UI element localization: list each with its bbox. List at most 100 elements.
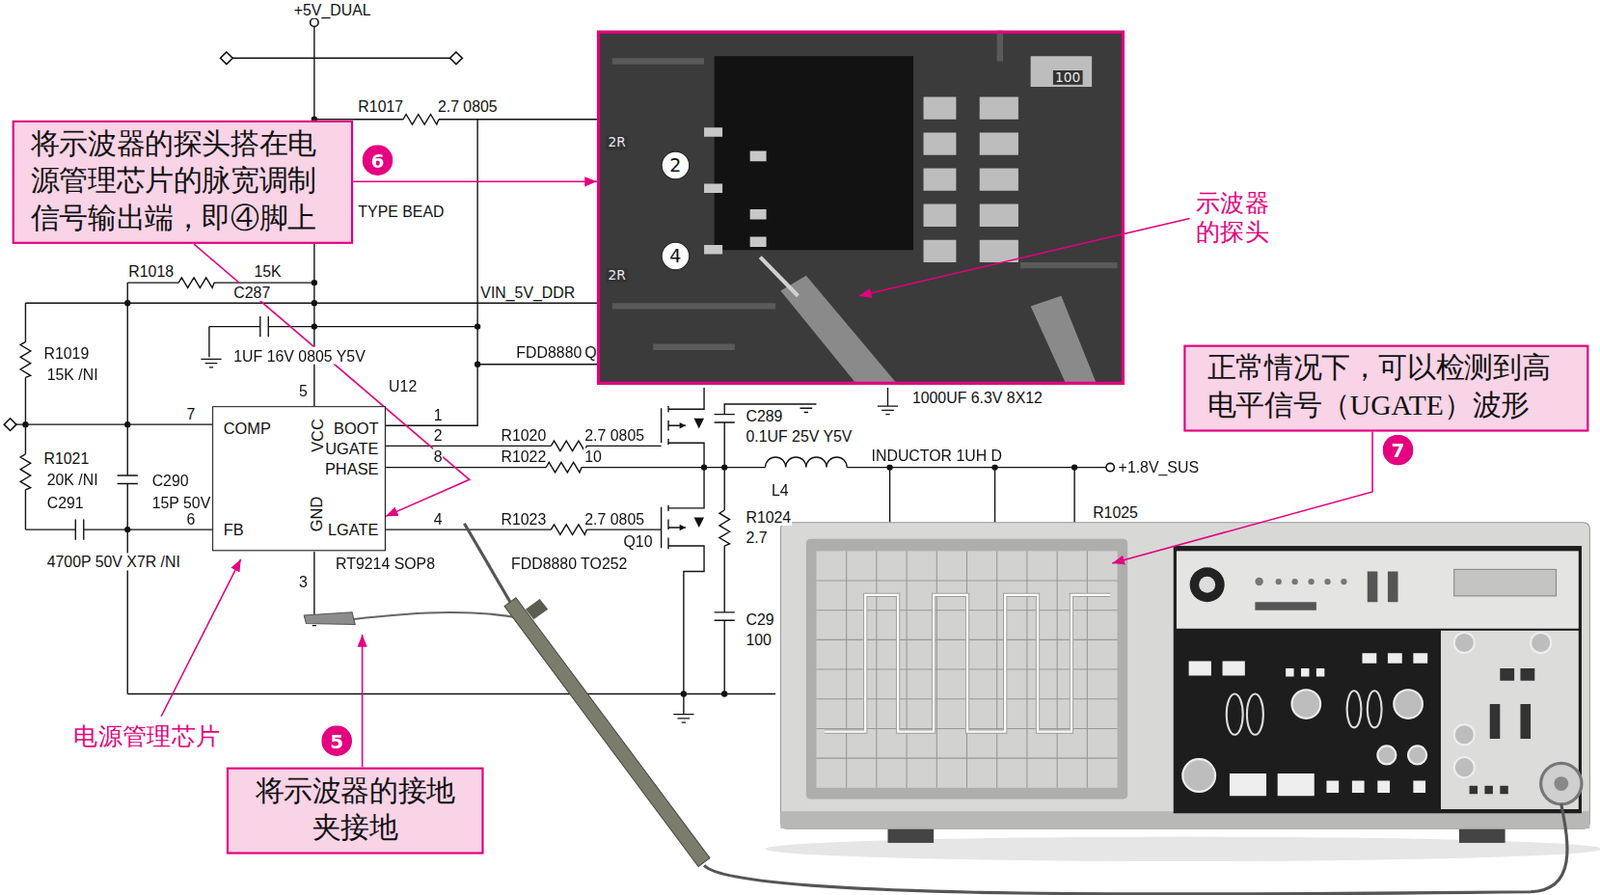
- control-panel: [1173, 545, 1582, 814]
- scope-base: [780, 811, 1590, 829]
- schematic-label: R1018: [127, 262, 175, 280]
- schematic-label: 2.7: [744, 528, 768, 546]
- indicator-dots: [1254, 577, 1347, 586]
- schematic-label: 6: [186, 510, 197, 528]
- schematic-label: 8: [433, 447, 444, 465]
- probe-tip: [463, 523, 511, 602]
- callout-box: 将示波器的接地夹接地: [226, 767, 485, 855]
- schematic-label: RT9214 SOP8: [334, 555, 436, 573]
- component-marking: 2R: [605, 268, 628, 283]
- schematic-label: C29: [744, 610, 775, 628]
- schematic-label: 0.1UF 25V Y5V: [744, 427, 853, 445]
- schematic-label: R1022: [499, 447, 547, 465]
- screen-grid: [815, 550, 1117, 787]
- schematic-label: L4: [770, 481, 790, 499]
- pin-name: VCC: [309, 418, 326, 453]
- schematic-label: R1021: [42, 450, 90, 468]
- photo-inset: 1002R2R24: [596, 30, 1125, 385]
- number-text: 5: [329, 731, 344, 751]
- scope-foot: [1459, 828, 1506, 843]
- leader-line: [161, 559, 242, 717]
- display-window: [1454, 569, 1557, 597]
- schematic-label: C289: [744, 406, 784, 425]
- switches: [1254, 571, 1398, 611]
- alligator-clip: [303, 612, 355, 625]
- number-text: 2: [669, 156, 681, 175]
- ground-lead: [352, 612, 523, 620]
- schematic-label: U12: [387, 377, 418, 395]
- component-marking: 2R: [605, 135, 628, 151]
- panel-switches-right: [1469, 668, 1536, 794]
- schematic-label: 4: [433, 510, 444, 528]
- schematic-label: 7: [186, 405, 197, 423]
- pin-name: GND: [308, 496, 325, 532]
- number-text: 7: [1391, 440, 1406, 461]
- schematic-label: 1: [433, 406, 444, 424]
- schematic-label: R1017: [356, 98, 405, 116]
- schematic-label: Q: [583, 344, 597, 362]
- photo-probe-tip: [759, 257, 798, 297]
- connector-arrow: [352, 181, 597, 184]
- schematic-label: R1024: [744, 508, 792, 526]
- schematic-label: 2.7 0805: [583, 510, 646, 528]
- probe-collar: [525, 598, 548, 620]
- pin-name: BOOT: [333, 420, 379, 436]
- leader-line: [1111, 430, 1373, 564]
- schematic-label: 5: [298, 381, 309, 400]
- terminal-circle: [1106, 462, 1114, 471]
- schematic-label: C291: [46, 493, 85, 512]
- schematic-label: FDD8880: [515, 344, 583, 362]
- photo-chip-pins: [704, 127, 767, 254]
- terminal-diamonds: [3, 52, 462, 432]
- chip-box: COMPVCCBOOTUGATEPHASEFBGNDLGATE: [212, 406, 386, 551]
- callout-box: 将示波器的探头搭在电源管理芯片的脉宽调制信号输出端，即④脚上: [12, 120, 353, 245]
- callout-text: 正常情况下，可以检测到高电平信号（UGATE）波形: [1207, 350, 1566, 425]
- schematic-label: Q10: [622, 532, 653, 550]
- pin-name: COMP: [223, 420, 272, 436]
- schematic-label: 1UF 16V 0805 Y5V: [232, 347, 367, 365]
- photo-chip: [714, 55, 914, 250]
- schematic-label: R1023: [499, 510, 547, 528]
- schematic-label: INDUCTOR 1UH D: [870, 446, 1004, 464]
- knob-cap: [1198, 576, 1216, 594]
- schematic-label: 2.7 0805: [436, 98, 499, 116]
- scope-screen: [815, 550, 1117, 787]
- probe-body: [504, 597, 710, 868]
- schematic-label: 15K: [252, 262, 282, 280]
- callout-box: 正常情况下，可以检测到高电平信号（UGATE）波形: [1183, 345, 1589, 433]
- schematic-label: VIN_5V_DDR: [479, 283, 576, 301]
- callout-number: 7: [1383, 434, 1414, 466]
- schematic-label: 3: [298, 573, 309, 592]
- number-text: 6: [370, 150, 384, 170]
- callout-label: 示波器的探头: [1195, 189, 1271, 246]
- waveform: [824, 595, 1111, 733]
- number-text: 4: [669, 246, 681, 266]
- schematic-label: R1020: [499, 426, 547, 444]
- knob: [1190, 567, 1225, 602]
- callout-label: 电源管理芯片: [71, 720, 223, 754]
- scope-body: [780, 522, 1590, 829]
- schematic-label: 2.7 0805: [583, 426, 646, 444]
- photo-background: [596, 30, 1125, 385]
- pin-number: 4: [661, 242, 691, 272]
- scope-foot: [887, 828, 934, 843]
- mosfet-diodes: [679, 418, 705, 531]
- pin-name: LGATE: [327, 522, 380, 539]
- schematic-label: 1000UF 6.3V 8X12: [911, 388, 1044, 407]
- pin-name: FB: [223, 522, 245, 539]
- callout-number: 5: [321, 725, 353, 757]
- control-panel-top: [1176, 550, 1579, 628]
- schematic-label: +5V_DUAL: [293, 0, 373, 19]
- schematic-label: 4700P 50V X7R /NI: [46, 552, 182, 570]
- schematic-label: C287: [232, 283, 272, 301]
- callout-text: 将示波器的接地夹接地: [246, 772, 463, 847]
- schematic-label: C290: [151, 471, 190, 489]
- pin-name: PHASE: [325, 461, 380, 477]
- schematic-label: TYPE BEAD: [356, 203, 445, 221]
- callout-text: 将示波器的探头搭在电源管理芯片的脉宽调制信号输出端，即④脚上: [30, 125, 335, 238]
- photo-traces: [612, 30, 1118, 348]
- buttons: [1189, 652, 1429, 796]
- waveform-glow: [824, 595, 1111, 733]
- control-panel-right: [1440, 630, 1579, 810]
